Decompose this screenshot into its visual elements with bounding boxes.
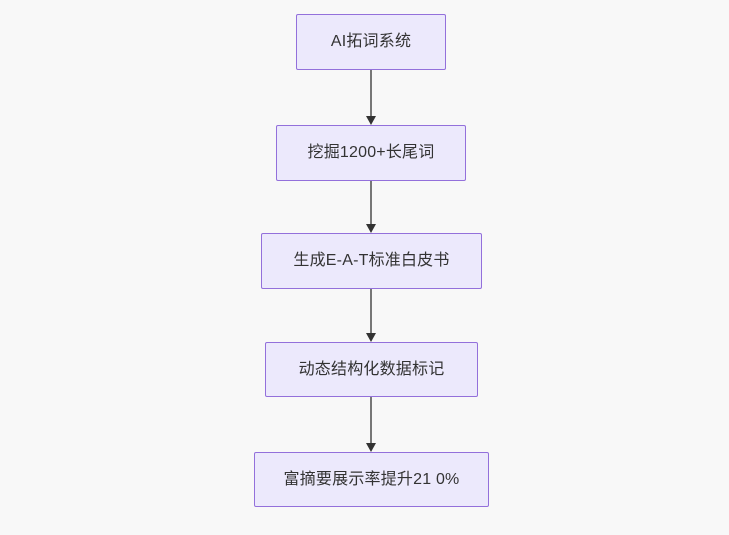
flow-node-label: 动态结构化数据标记	[298, 360, 445, 378]
flow-node-2[interactable]: 挖掘1200+长尾词	[276, 125, 466, 181]
flow-node-3[interactable]: 生成E-A-T标准白皮书	[261, 233, 482, 289]
arrow-head-icon	[366, 443, 376, 452]
flow-node-label: 生成E-A-T标准白皮书	[293, 252, 450, 269]
flow-node-label: 富摘要展示率提升21 0%	[283, 470, 460, 488]
flow-node-1[interactable]: AI拓词系统	[296, 14, 446, 70]
flow-node-4[interactable]: 动态结构化数据标记	[265, 342, 478, 397]
arrow-head-icon	[366, 116, 376, 125]
arrow-head-icon	[366, 333, 376, 342]
arrow-head-icon	[366, 224, 376, 233]
flow-node-5[interactable]: 富摘要展示率提升21 0%	[254, 452, 489, 507]
flow-node-label: AI拓词系统	[330, 33, 412, 50]
flow-node-label: 挖掘1200+长尾词	[307, 144, 435, 161]
